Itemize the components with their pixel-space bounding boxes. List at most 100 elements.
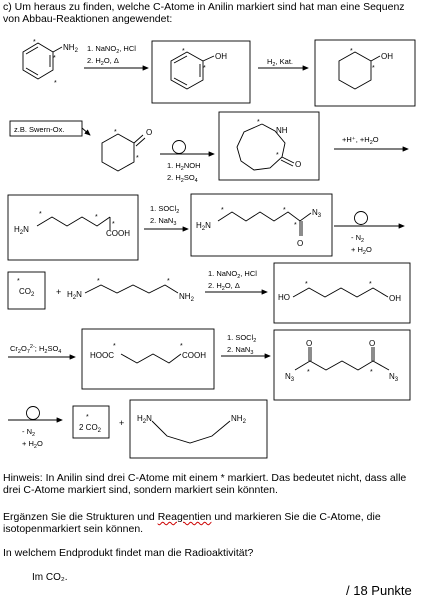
star-mark: * bbox=[86, 414, 89, 421]
aniline-structure bbox=[22, 42, 63, 80]
cooh-label: COOH bbox=[182, 351, 206, 360]
co2-label: 2 CO2 bbox=[79, 423, 102, 434]
lactam-nh-label: NH bbox=[276, 126, 288, 135]
nh2-label: NH2 bbox=[231, 414, 247, 425]
reagent-label: 2. H2O, Δ bbox=[87, 56, 119, 67]
reagent-label: 2. H2O, Δ bbox=[208, 281, 240, 292]
reaction-arrow bbox=[81, 127, 91, 136]
task-text: Ergänzen Sie die Strukturen und Reagenti… bbox=[3, 511, 381, 535]
reagent-label: - N2 bbox=[351, 233, 364, 244]
star-mark: * bbox=[114, 129, 117, 136]
star-mark: * bbox=[39, 211, 42, 218]
star-mark: * bbox=[283, 207, 286, 214]
cyclohexanol-box bbox=[314, 39, 416, 107]
star-mark: * bbox=[305, 281, 308, 288]
star-mark: * bbox=[350, 48, 353, 55]
star-mark: * bbox=[54, 80, 57, 87]
star-mark: * bbox=[294, 222, 297, 229]
h2n-label: H2N bbox=[137, 414, 152, 425]
star-mark: * bbox=[167, 278, 170, 285]
cyclohexanone-structure bbox=[101, 133, 146, 172]
caprolactam-structure bbox=[236, 123, 295, 171]
reagent-label: 1. SOCl2 bbox=[150, 204, 179, 215]
aniline-nh2-label: NH2 bbox=[63, 43, 79, 54]
swern-label: z.B. Swern-Ox. bbox=[14, 125, 64, 134]
co2-box bbox=[7, 271, 46, 310]
glutaric-acid-structure bbox=[120, 353, 182, 364]
intro-text: c) Um heraus zu finden, welche C-Atome i… bbox=[3, 1, 405, 25]
acyl-azide-structure bbox=[217, 211, 312, 236]
reagent-label: 2. NaN3 bbox=[150, 216, 176, 227]
star-mark: * bbox=[372, 65, 375, 72]
star-mark: * bbox=[95, 214, 98, 221]
reagent-label: Cr2O72-; H2SO4 bbox=[10, 344, 61, 355]
placeholder-circle bbox=[354, 211, 368, 225]
cyclohexanol-structure bbox=[338, 51, 381, 90]
carbonyl-o-label: O bbox=[306, 339, 312, 348]
plus-sign: + bbox=[56, 287, 61, 297]
star-mark: * bbox=[203, 65, 206, 72]
star-mark: * bbox=[370, 369, 373, 376]
oh-label: OH bbox=[389, 294, 401, 303]
n3-label: N3 bbox=[285, 372, 295, 383]
carbonyl-o-label: O bbox=[369, 339, 375, 348]
star-mark: * bbox=[307, 369, 310, 376]
diacyl-azide-structure bbox=[294, 347, 390, 371]
hint-text: Hinweis: In Anilin sind drei C-Atome mit… bbox=[3, 472, 407, 496]
lactam-o-label: O bbox=[295, 160, 301, 169]
h2n-label: H2N bbox=[14, 225, 29, 236]
answer-text: Im CO₂. bbox=[32, 572, 68, 583]
star-mark: * bbox=[136, 155, 139, 162]
star-mark: * bbox=[182, 48, 185, 55]
pentanediol-structure bbox=[292, 287, 389, 298]
caprolactam-box bbox=[218, 111, 320, 181]
pentanediamine-structure bbox=[84, 284, 179, 294]
h2n-label: H2N bbox=[196, 221, 211, 232]
placeholder-circle bbox=[172, 140, 186, 154]
cyclohexanol-oh-label: OH bbox=[381, 52, 393, 61]
star-mark: * bbox=[257, 119, 260, 126]
star-mark: * bbox=[97, 278, 100, 285]
reagent-label: - N2 bbox=[22, 427, 35, 438]
phenol-oh-label: OH bbox=[215, 52, 227, 61]
propanediamine-structure bbox=[151, 420, 231, 444]
cooh-label: COOH bbox=[106, 229, 130, 238]
co2-label: CO2 bbox=[19, 287, 35, 298]
reagent-label: 1. NaNO2, HCl bbox=[87, 44, 136, 55]
task-underlined-word: Reagentien bbox=[157, 511, 212, 523]
star-mark: * bbox=[180, 343, 183, 350]
acyl-azide-box bbox=[190, 193, 333, 257]
reagent-label: 2. H2SO4 bbox=[167, 173, 198, 184]
phenol-structure bbox=[170, 51, 215, 90]
star-mark: * bbox=[33, 39, 36, 46]
star-mark: * bbox=[53, 55, 56, 62]
carbonyl-o-label: O bbox=[297, 239, 303, 248]
propanediamine-box bbox=[129, 399, 268, 459]
reagent-label: H2, Kat. bbox=[267, 57, 293, 68]
reaction-scheme: NH2 * * * 1. NaNO2, HCl 2. H2O, Δ OH * *… bbox=[7, 39, 416, 459]
star-mark: * bbox=[113, 343, 116, 350]
placeholder-circle bbox=[26, 406, 40, 420]
co2-product-box bbox=[72, 405, 110, 439]
ho-label: HO bbox=[278, 293, 290, 302]
hooc-label: HOOC bbox=[90, 351, 114, 360]
plus-sign: + bbox=[119, 418, 124, 428]
pentanediol-box bbox=[273, 262, 411, 324]
diacyl-azide-box bbox=[273, 329, 411, 401]
ketone-o-label: O bbox=[146, 128, 152, 137]
reagent-label: 1. SOCl2 bbox=[227, 333, 256, 344]
phenol-box bbox=[151, 40, 251, 104]
reagent-label: 1. H2NOH bbox=[167, 161, 201, 172]
star-mark: * bbox=[276, 152, 279, 159]
aminocaproic-structure bbox=[36, 216, 111, 230]
reagent-label: + H2O bbox=[351, 245, 372, 256]
nh2-label: NH2 bbox=[179, 292, 195, 303]
star-mark: * bbox=[17, 278, 20, 285]
aminocaproic-box bbox=[7, 194, 139, 261]
h2n-label: H2N bbox=[67, 290, 82, 301]
reagent-label: +H⁺, +H2O bbox=[342, 135, 379, 146]
star-mark: * bbox=[221, 207, 224, 214]
points-label: / 18 Punkte bbox=[346, 583, 412, 598]
reagent-label: 1. NaNO2, HCl bbox=[208, 269, 257, 280]
star-mark: * bbox=[112, 221, 115, 228]
